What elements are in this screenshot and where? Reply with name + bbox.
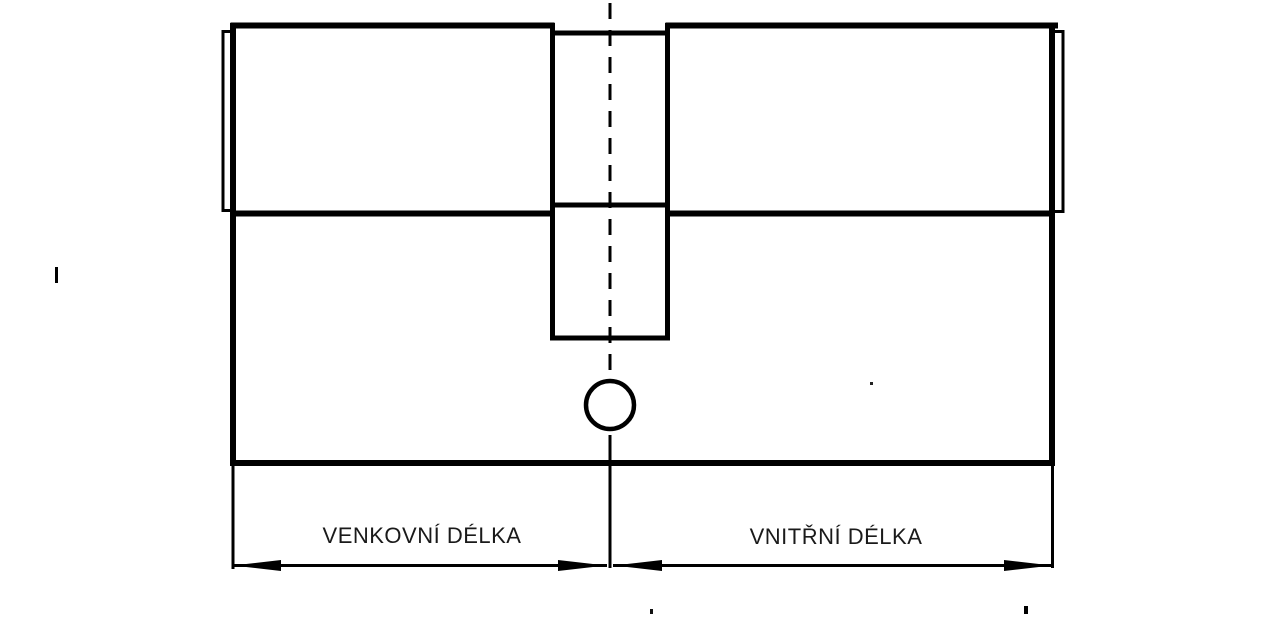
stray-dot-bottom-left bbox=[650, 609, 653, 614]
arrow-right-inner-icon bbox=[614, 560, 662, 571]
left-end-cap bbox=[221, 30, 236, 212]
screw-hole-circle bbox=[583, 378, 637, 432]
arrow-left-inner-icon bbox=[558, 560, 606, 571]
inner-length-label: VNITŘNÍ DÉLKA bbox=[750, 524, 923, 549]
arrow-right-outer-icon bbox=[1004, 560, 1052, 571]
arrow-left-outer-icon bbox=[233, 560, 281, 571]
right-end-cap bbox=[1050, 30, 1065, 213]
outer-length-label: VENKOVNÍ DÉLKA bbox=[323, 523, 522, 548]
stray-dot-middle bbox=[870, 382, 873, 385]
stray-tick-bottom-right bbox=[1024, 606, 1028, 614]
